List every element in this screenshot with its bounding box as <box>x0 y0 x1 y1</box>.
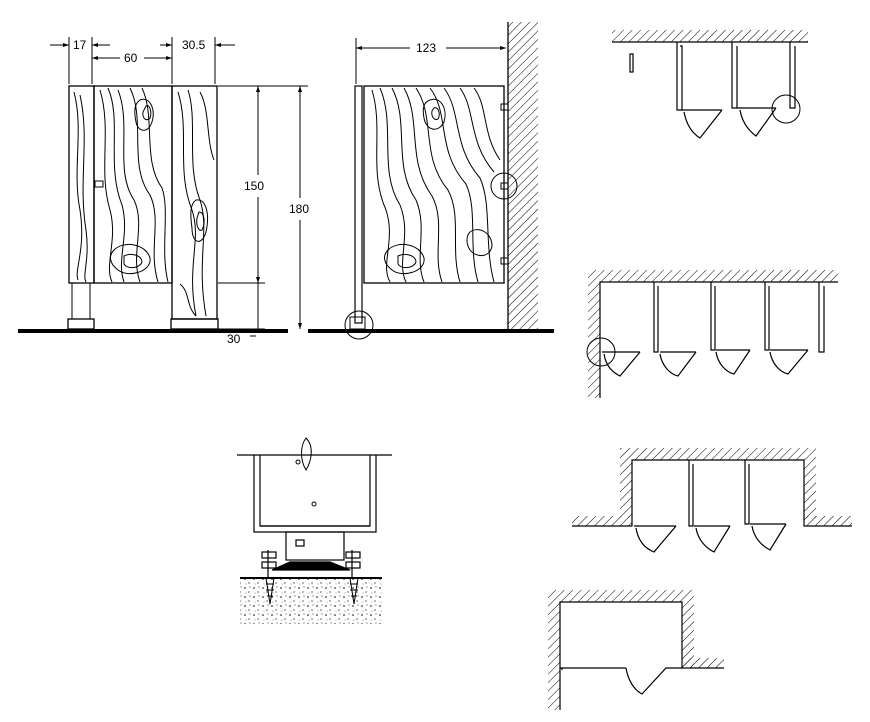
plan-four-stalls <box>586 270 838 398</box>
front-arrowheads <box>63 43 302 329</box>
dim-door-width: 60 <box>124 51 138 65</box>
left-pilaster-foot <box>67 318 95 330</box>
side-wall-hatch <box>508 22 538 329</box>
front-dimensions <box>50 37 308 337</box>
dim-pilaster-width: 30.5 <box>182 38 206 52</box>
dim-panel-thickness: 17 <box>73 38 87 52</box>
front-elevation: 17 60 30.5 150 180 30 <box>18 37 309 346</box>
floor-line-front <box>18 329 288 333</box>
right-pilaster-foot <box>170 318 219 330</box>
floor-line-side <box>308 329 554 333</box>
latch <box>94 180 104 188</box>
dim-side-depth: 123 <box>416 41 436 55</box>
side-post-foot <box>349 316 366 330</box>
bracket-detail-callout <box>490 172 518 200</box>
post-detail-callout <box>344 310 374 340</box>
dim-panel-height: 150 <box>244 179 264 193</box>
section-detail <box>237 437 392 624</box>
side-post <box>354 85 363 324</box>
wood-grain-front <box>73 87 215 317</box>
side-dimension <box>355 38 506 84</box>
dim-floor-clearance: 30 <box>227 332 241 346</box>
plan-three-stalls <box>572 448 852 553</box>
plan-single-stall <box>548 590 724 710</box>
right-pilaster <box>171 85 218 320</box>
dim-total-height: 180 <box>289 202 309 216</box>
plan-two-stalls <box>612 30 808 139</box>
left-pilaster <box>68 85 95 284</box>
side-panel <box>363 85 505 284</box>
wood-grain-side <box>371 87 501 283</box>
side-elevation: 123 <box>308 22 554 340</box>
wall-brackets <box>500 103 509 265</box>
